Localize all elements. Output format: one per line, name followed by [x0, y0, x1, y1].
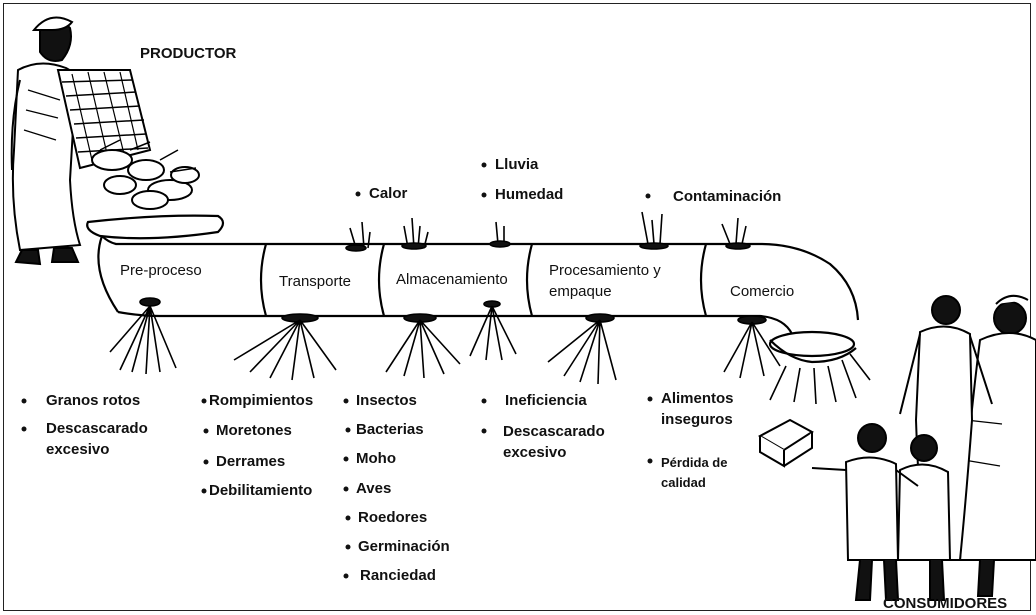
top-splashes — [346, 212, 750, 251]
consumers-title: CONSUMIDORES — [883, 595, 1007, 613]
loss-rompimientos: Rompimientos — [209, 392, 313, 410]
factor-humedad: Humedad — [495, 186, 563, 204]
loss-debilitamiento: Debilitamiento — [209, 482, 312, 500]
loss-insectos: Insectos — [356, 392, 417, 410]
producer-title: PRODUCTOR — [140, 45, 236, 63]
loss-alimentos: Alimentos — [661, 390, 734, 408]
stage-label-preproceso: Pre-proceso — [120, 262, 202, 280]
loss-germinacion: Germinación — [358, 538, 450, 556]
loss-derrames: Derrames — [216, 453, 285, 471]
loss-excesivo: excesivo — [46, 441, 109, 459]
loss-descascarado-2: Descascarado — [503, 423, 605, 441]
loss-excesivo-2: excesivo — [503, 444, 566, 462]
loss-moho: Moho — [356, 450, 396, 468]
loss-perdida-de: Pérdida de — [661, 454, 727, 472]
stage-label-almacenamiento: Almacenamiento — [396, 271, 508, 289]
loss-ineficiencia: Ineficiencia — [505, 392, 587, 410]
stage-label-procesamiento: Procesamiento y — [549, 262, 661, 280]
loss-aves: Aves — [356, 480, 391, 498]
loss-descascarado: Descascarado — [46, 420, 148, 438]
loss-granos-rotos: Granos rotos — [46, 392, 140, 410]
stage-label-transporte: Transporte — [279, 273, 351, 291]
loss-inseguros: inseguros — [661, 411, 733, 429]
loss-ranciedad: Ranciedad — [360, 567, 436, 585]
stage-label-comercio: Comercio — [730, 283, 794, 301]
factor-calor: Calor — [369, 185, 407, 203]
package-icon — [760, 420, 812, 466]
loss-roedores: Roedores — [358, 509, 427, 527]
loss-leaks — [110, 298, 870, 404]
factor-contaminacion: Contaminación — [673, 188, 781, 206]
stage-label-empaque: empaque — [549, 283, 612, 301]
loss-moretones: Moretones — [216, 422, 292, 440]
loss-bacterias: Bacterias — [356, 421, 424, 439]
factor-lluvia: Lluvia — [495, 156, 538, 174]
loss-calidad: calidad — [661, 474, 706, 492]
